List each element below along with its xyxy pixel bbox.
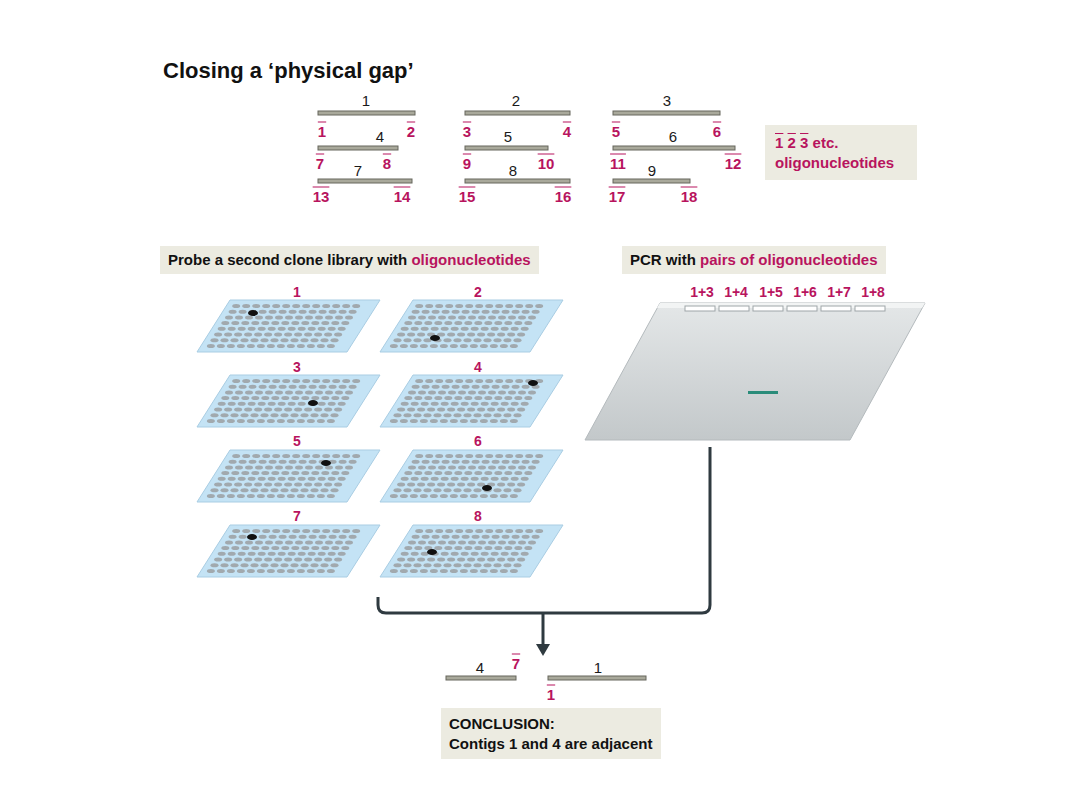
section-header: PCR with pairs of oligonucleotides <box>622 246 886 274</box>
arrowhead <box>536 644 550 656</box>
oligonucleotide-label: 4 <box>563 124 571 139</box>
lane-label: 1+6 <box>793 285 817 299</box>
lane-label: 1+8 <box>861 285 885 299</box>
clone-number: 8 <box>509 163 517 178</box>
clone-number: 7 <box>354 163 362 178</box>
header-highlight: oligonucleotides <box>411 251 530 268</box>
header-part: Probe a second clone library with <box>168 251 411 268</box>
lane-label: 1+5 <box>759 285 783 299</box>
oligonucleotide-label: 2 <box>407 124 415 139</box>
word: 2 <box>788 134 796 151</box>
clone-number: 9 <box>648 163 656 178</box>
clone-number: 1 <box>362 93 370 108</box>
probe-label: 7 <box>293 509 301 523</box>
clone-number: 3 <box>663 93 671 108</box>
oligonucleotide-label: 13 <box>313 189 330 204</box>
box-text: PCR with pairs of oligonucleotides <box>630 250 878 270</box>
oligonucleotide-label: 15 <box>459 189 476 204</box>
oligonucleotide-label: 12 <box>725 156 742 171</box>
probe-label: 2 <box>474 285 482 299</box>
probe-label: 3 <box>293 360 301 374</box>
clone-number: 6 <box>669 129 677 144</box>
header-highlight: pairs of oligonucleotides <box>700 251 878 268</box>
oligonucleotide-label: 8 <box>383 156 391 171</box>
clone-number: 5 <box>504 129 512 144</box>
conclusion-box: CONCLUSION:Contigs 1 and 4 are adjacent <box>441 708 661 759</box>
clone-number: 1 <box>594 660 602 675</box>
probe-label: 6 <box>474 434 482 448</box>
box-text: Probe a second clone library with oligon… <box>168 250 531 270</box>
clone-library-plates <box>197 300 563 577</box>
oligonucleotide-label: 3 <box>463 124 471 139</box>
oligonucleotide-label: 5 <box>612 124 620 139</box>
oligonucleotide-label: 11 <box>610 156 626 171</box>
oligonucleotide-label: 6 <box>713 124 721 139</box>
merge-arrow <box>378 447 710 646</box>
word: 1 <box>775 134 783 151</box>
word: etc. <box>813 134 839 151</box>
clone-number: 2 <box>512 93 520 108</box>
word: oligonucleotides <box>775 154 894 171</box>
oligonucleotide-label: 1 <box>318 124 326 139</box>
key-box: 1 2 3 etc. oligonucleotides <box>765 125 917 180</box>
clone-number: 4 <box>476 660 484 675</box>
lane-label: 1+4 <box>724 285 748 299</box>
oligonucleotide-label: 9 <box>463 156 471 171</box>
clone-number: 4 <box>376 129 384 144</box>
oligonucleotide-label: 16 <box>555 189 572 204</box>
box-text: CONCLUSION: <box>449 714 653 734</box>
probe-label: 1 <box>293 285 301 299</box>
lane-label: 1+3 <box>690 285 714 299</box>
oligonucleotide-label: 17 <box>609 189 626 204</box>
diagram-title: Closing a ‘physical gap’ <box>163 58 414 84</box>
oligonucleotide-label: 7 <box>512 656 520 671</box>
oligonucleotide-label: 1 <box>547 687 555 702</box>
probe-label: 8 <box>474 509 482 523</box>
probe-label: 4 <box>474 360 482 374</box>
lane-label: 1+7 <box>827 285 851 299</box>
box-text: 1 2 3 etc. oligonucleotides <box>775 133 907 172</box>
section-header: Probe a second clone library with oligon… <box>160 246 539 274</box>
word: 3 <box>800 134 808 151</box>
header-part: PCR with <box>630 251 700 268</box>
box-text: Contigs 1 and 4 are adjacent <box>449 734 653 754</box>
gel <box>585 303 925 440</box>
oligonucleotide-label: 10 <box>538 156 555 171</box>
oligonucleotide-label: 14 <box>394 189 411 204</box>
probe-label: 5 <box>293 434 301 448</box>
oligonucleotide-label: 18 <box>681 189 698 204</box>
oligonucleotide-label: 7 <box>316 156 324 171</box>
